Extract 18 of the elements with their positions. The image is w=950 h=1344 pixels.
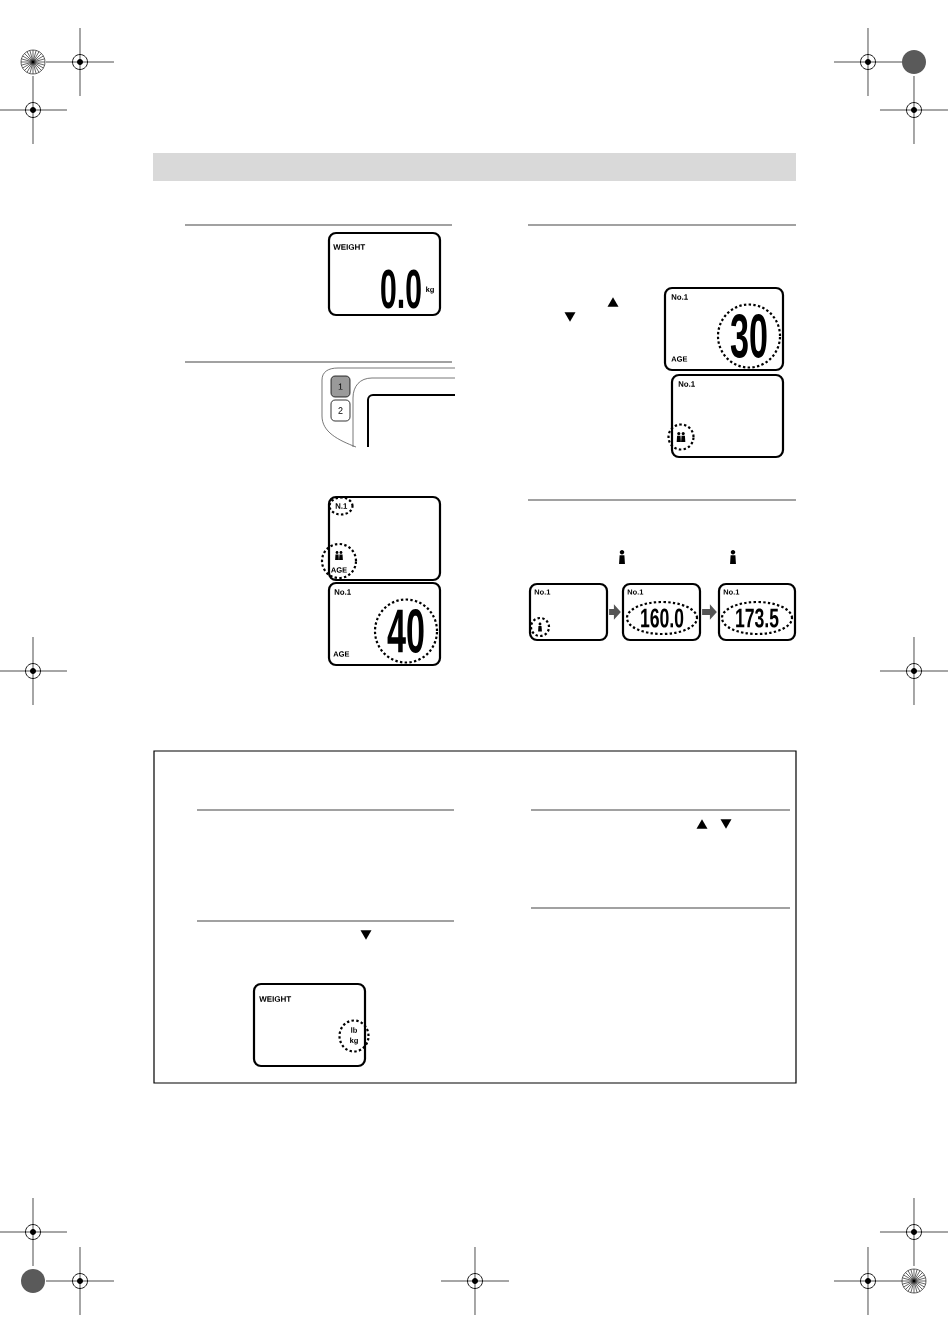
lcd-screen	[327, 581, 442, 667]
number-button: 2	[330, 399, 351, 422]
lcd-screen	[621, 582, 702, 642]
digit-readout: 40	[387, 609, 424, 653]
screen-label: WEIGHT	[259, 996, 292, 1002]
lcd-screen	[528, 582, 609, 642]
screen-label: WEIGHT	[333, 244, 366, 250]
lcd-screen	[667, 373, 785, 459]
lcd-screen	[320, 495, 442, 582]
lcd-screen	[717, 582, 797, 642]
lcd-screen	[663, 286, 785, 372]
digit-readout: 0.0	[381, 269, 421, 309]
number-button: 1	[330, 375, 351, 398]
digit-readout: 173.5	[736, 608, 779, 628]
digit-readout: 160.0	[641, 608, 684, 628]
lcd-screen	[252, 982, 370, 1068]
digit-readout: 30	[730, 314, 767, 358]
lcd-screen	[327, 231, 442, 317]
